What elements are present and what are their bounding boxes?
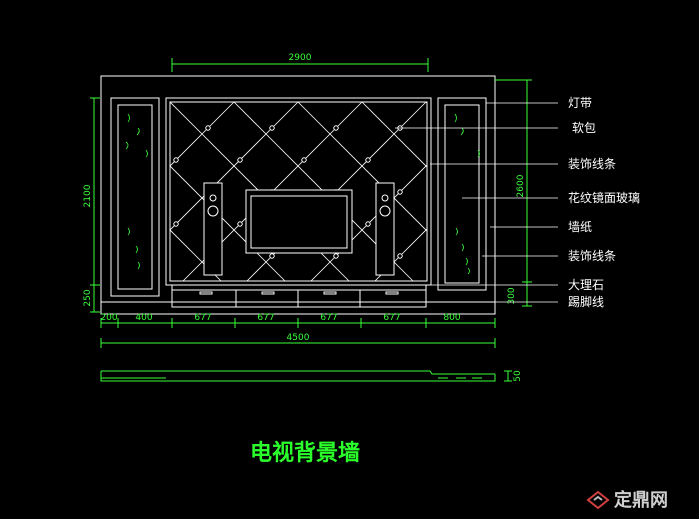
tufting-button xyxy=(333,125,339,131)
diamond-grid-line xyxy=(490,102,699,362)
tufting-button xyxy=(237,221,243,227)
watermark-logo-icon xyxy=(586,490,610,510)
tufting-button xyxy=(365,157,371,163)
diamond-grid-line xyxy=(682,102,699,362)
right-dimension-lines xyxy=(495,79,532,307)
watermark: 定鼎网 xyxy=(586,489,668,511)
watermark-text: 定鼎网 xyxy=(614,489,668,511)
diamond-grid-line xyxy=(0,102,106,362)
diamond-grid-line xyxy=(170,102,299,231)
tufting-button xyxy=(397,253,403,259)
total-dimension-label: 4500 xyxy=(287,333,310,343)
label-decorative-molding-lower: 装饰线条 xyxy=(568,249,616,263)
tufting-button xyxy=(333,253,339,259)
top-dimension xyxy=(171,58,429,72)
right-dimension-upper: 2600 xyxy=(516,174,526,197)
left-dimension-lines xyxy=(90,97,100,313)
bottom-dimension-label: 677 xyxy=(194,313,211,323)
tufting-button xyxy=(205,125,211,131)
tufting-button xyxy=(237,157,243,163)
tufting-button xyxy=(301,157,307,163)
diamond-grid-line xyxy=(170,102,235,167)
floral-pattern xyxy=(454,113,480,275)
marble-cabinet xyxy=(171,284,427,308)
diamond-grid-line xyxy=(310,164,427,281)
section-dimension-label: 50 xyxy=(513,370,523,382)
drawing-title: 电视背景墙 xyxy=(250,440,360,466)
diamond-grid-line xyxy=(361,102,427,168)
wall-outline xyxy=(100,75,496,315)
tufting-button xyxy=(269,253,275,259)
diamond-grid-line xyxy=(374,228,427,281)
diamond-grid-line xyxy=(182,102,363,281)
bottom-dimension-label: 400 xyxy=(135,313,152,323)
right-dimension-lower: 300 xyxy=(507,287,517,304)
diamond-grid-line xyxy=(297,102,427,232)
television xyxy=(245,189,353,254)
diamond-grid-line xyxy=(486,102,699,362)
label-marble: 大理石 xyxy=(568,278,604,292)
bottom-dimension-label: 677 xyxy=(320,313,337,323)
right-speaker xyxy=(375,182,395,276)
diamond-grid-line xyxy=(618,102,699,362)
label-light-strip: 灯带 xyxy=(568,96,592,110)
floral-pattern xyxy=(125,113,148,270)
bottom-dimension-label: 800 xyxy=(443,313,460,323)
bottom-dimension-label: 677 xyxy=(257,313,274,323)
label-skirting: 踢脚线 xyxy=(568,294,604,309)
label-decorative-molding-upper: 装饰线条 xyxy=(568,157,616,171)
label-patterned-mirror-glass: 花纹镜面玻璃 xyxy=(568,190,640,205)
tufting-button xyxy=(397,189,403,195)
left-side-panel xyxy=(110,97,160,297)
total-dimension-lines xyxy=(100,338,496,348)
tufting-button xyxy=(173,157,179,163)
bottom-dimension-lines xyxy=(100,318,496,328)
diamond-grid-line xyxy=(170,165,286,281)
diamond-grid-line xyxy=(233,102,414,281)
bottom-dimension-label: 677 xyxy=(383,313,400,323)
tufting-button xyxy=(173,221,179,227)
tufting-button xyxy=(269,125,275,131)
material-labels: 灯带 软包 装饰线条 花纹镜面玻璃 墙纸 装饰线条 大理石 踢脚线 xyxy=(568,96,640,309)
tufting-button xyxy=(365,221,371,227)
left-dimension-upper: 2100 xyxy=(83,184,93,207)
right-side-panel xyxy=(437,97,487,291)
label-soft-pack: 软包 xyxy=(572,121,596,135)
bottom-dimension-label: 200 xyxy=(100,313,117,323)
bottom-dimension-labels: 200 400 677 677 677 677 800 xyxy=(100,313,460,323)
leader-lines xyxy=(395,102,558,303)
top-dimension-label: 2900 xyxy=(289,53,312,63)
diamond-grid-line xyxy=(0,102,46,362)
plan-section-strip xyxy=(100,370,512,382)
diamond-grid-line xyxy=(170,229,222,281)
label-wallpaper: 墙纸 xyxy=(568,220,592,234)
diamond-grid-line xyxy=(0,102,42,362)
left-speaker xyxy=(203,182,223,276)
left-dimension-lower: 250 xyxy=(83,289,93,306)
